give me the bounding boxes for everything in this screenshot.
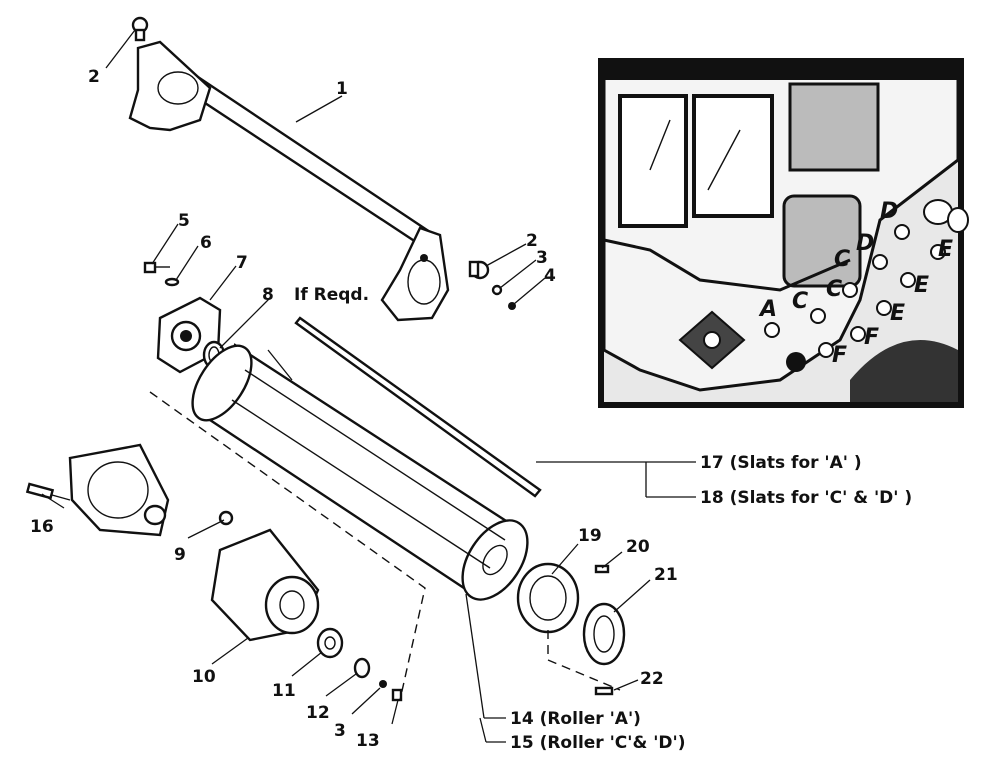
inset-letter-f2: F (832, 343, 847, 368)
slat (294, 316, 542, 498)
grille-upper (788, 82, 880, 172)
callout-19: 19 (578, 526, 602, 546)
callout-21: 21 (654, 565, 678, 585)
bolt-9 (218, 510, 234, 526)
grease-nipple-top (131, 16, 149, 42)
bearing-21 (582, 602, 626, 666)
mounting-bar (128, 40, 450, 322)
callout-11: 11 (272, 681, 296, 701)
inset-letter-c2: C (826, 277, 842, 302)
callout-1: 1 (336, 79, 348, 99)
bolt-22 (594, 686, 614, 696)
callout-20: 20 (626, 537, 650, 557)
inset-letter-c3: C (834, 247, 850, 272)
motor-housing-10 (210, 528, 320, 642)
callout-4: 4 (544, 266, 556, 286)
callout-14-roller-a: 14 (Roller 'A') (510, 709, 641, 729)
callout-3-right: 3 (536, 248, 548, 268)
callout-17-slats-a: 17 (Slats for 'A' ) (700, 453, 862, 473)
cab-window-right (692, 94, 774, 218)
inset-letter-a: A (758, 297, 777, 322)
inset-letter-d1: D (856, 231, 874, 256)
hydraulic-motor (68, 443, 170, 537)
callout-7: 7 (236, 253, 248, 273)
callout-15-roller-c-d: 15 (Roller 'C'& 'D') (510, 733, 686, 753)
callout-16: 16 (30, 517, 54, 537)
assembly-line-right (547, 630, 621, 691)
callout-2-right: 2 (526, 231, 538, 251)
fitting-16 (25, 482, 71, 501)
leader-lines (41, 29, 696, 743)
callout-13: 13 (356, 731, 380, 751)
assembly-line-left (149, 391, 426, 701)
lock-washer-3 (379, 680, 387, 688)
washer-6 (164, 277, 180, 287)
callout-3-bottom: 3 (334, 721, 346, 741)
bolt-5 (143, 261, 170, 274)
callout-12: 12 (306, 703, 330, 723)
coupling-11 (316, 627, 344, 659)
callout-6: 6 (200, 233, 212, 253)
inset-letter-c1: C (792, 289, 808, 314)
callout-18-slats-c-d: 18 (Slats for 'C' & 'D' ) (700, 488, 912, 508)
callout-10: 10 (192, 667, 216, 687)
callout-22: 22 (640, 669, 664, 689)
callout-5: 5 (178, 211, 190, 231)
inset-letter-f1: F (864, 325, 879, 350)
inset-letter-d2: D (880, 199, 898, 224)
inset-letter-e1: E (938, 237, 953, 262)
roller (191, 343, 529, 601)
callout-2-top: 2 (88, 67, 100, 87)
callout-8: 8 (262, 285, 274, 305)
grease-nipple-right (468, 260, 490, 280)
washer-12 (353, 657, 371, 679)
pin-20 (594, 564, 610, 574)
washer-3 (491, 284, 503, 296)
callout-9: 9 (174, 545, 186, 565)
inset-letter-e2: E (914, 273, 929, 298)
bolt-13 (391, 688, 403, 702)
inset-letter-e3: E (890, 301, 905, 326)
bearing-housing-19 (516, 562, 580, 634)
if-reqd-note: If Reqd. (294, 285, 369, 305)
inset-machine-photo: A C C C D D E E E F F (598, 58, 969, 408)
